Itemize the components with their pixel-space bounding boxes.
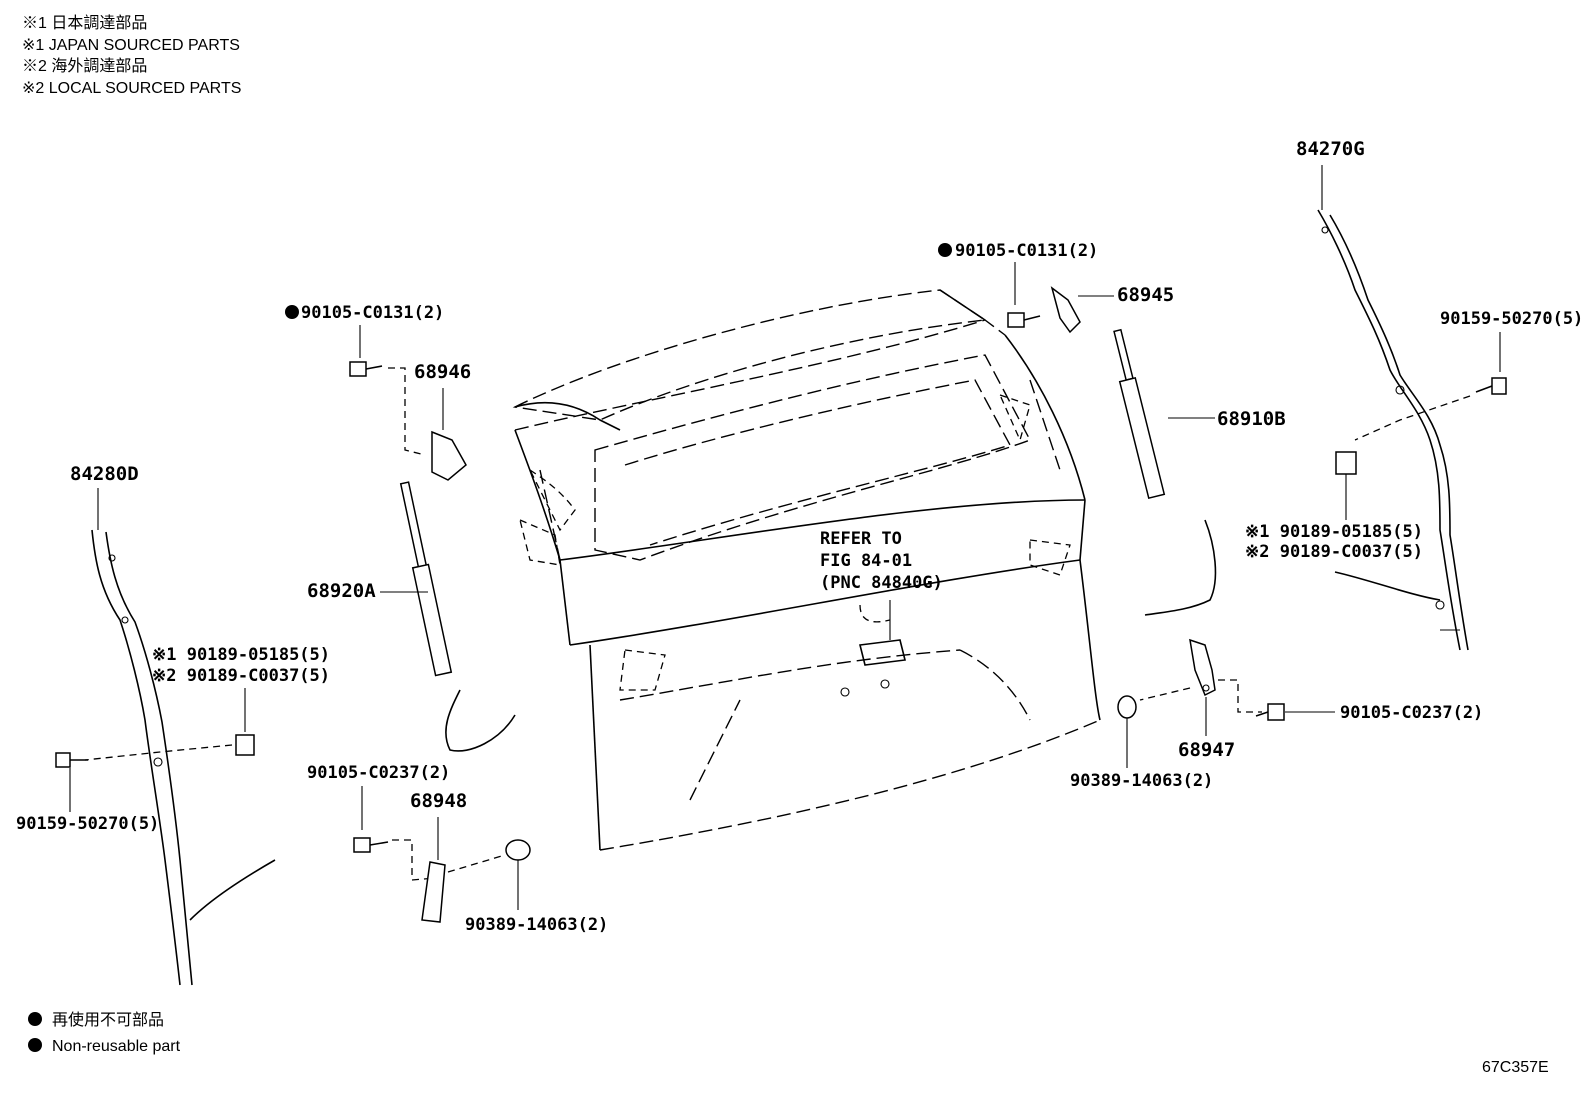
label-washer-left: 90389-14063(2): [465, 915, 608, 935]
label-bolt-left-bottom: 90105-C0237(2): [307, 763, 450, 783]
reference-line-1: REFER TO: [820, 529, 902, 549]
left-strut-68920A: 68920A: [307, 481, 516, 752]
legend-jp-sourced-en: ※1 JAPAN SOURCED PARTS: [22, 37, 240, 54]
left-bottom-group: 90105-C0237(2) 68948 90389-14063(2): [307, 763, 608, 935]
center-top-bolt-group: 90105-C0131(2) 68945: [938, 241, 1174, 334]
label-clip-right-2: ※2 90189-C0037(5): [1245, 542, 1423, 562]
label-bolt-right-mid: 90105-C0237(2): [1340, 703, 1483, 723]
legend-local-sourced-jp: ※2 海外調達部品: [22, 57, 147, 75]
sourcing-legend: ※1 日本調達部品 ※1 JAPAN SOURCED PARTS ※2 海外調達…: [22, 14, 241, 97]
label-68948: 68948: [410, 790, 467, 812]
left-clip-screw-group: ※1 90189-05185(5) ※2 90189-C0037(5) 9015…: [16, 645, 330, 834]
non-reusable-legend: 再使用不可部品 Non-reusable part: [28, 1011, 181, 1055]
label-screw-left: 90159-50270(5): [16, 814, 159, 834]
label-bolt-left-top: 90105-C0131(2): [301, 303, 444, 323]
label-68910B: 68910B: [1217, 408, 1286, 430]
non-reusable-en: Non-reusable part: [52, 1038, 181, 1055]
reference-line-3: (PNC 84840G): [820, 573, 943, 593]
label-68947: 68947: [1178, 739, 1235, 761]
non-reusable-jp: 再使用不可部品: [52, 1011, 164, 1029]
label-bolt-center-top: 90105-C0131(2): [955, 241, 1098, 261]
right-hinge-group: 90105-C0237(2) 90389-14063(2) 68947: [1070, 638, 1483, 791]
label-68920A: 68920A: [307, 580, 376, 602]
label-68945: 68945: [1117, 284, 1174, 306]
label-screw-right: 90159-50270(5): [1440, 309, 1583, 329]
filled-circle-icon: [285, 305, 299, 319]
right-harness-84270G: 84270G: [1296, 138, 1469, 651]
label-clip-left-1: ※1 90189-05185(5): [152, 645, 330, 665]
label-clip-left-2: ※2 90189-C0037(5): [152, 666, 330, 686]
label-68946: 68946: [414, 361, 471, 383]
filled-circle-icon: [938, 243, 952, 257]
reference-note: REFER TO FIG 84-01 (PNC 84840G): [820, 529, 943, 593]
label-84270G: 84270G: [1296, 138, 1365, 160]
left-harness-84280D: 84280D: [70, 463, 276, 986]
right-clip-screw-group: 90159-50270(5) ※1 90189-05185(5) ※2 9018…: [1245, 309, 1583, 562]
legend-local-sourced-en: ※2 LOCAL SOURCED PARTS: [22, 80, 241, 97]
filled-circle-icon: [28, 1038, 42, 1052]
figure-code: 67C357E: [1482, 1059, 1549, 1076]
reference-line-2: FIG 84-01: [820, 551, 912, 571]
back-door-panel: [512, 289, 1101, 851]
left-top-bolt-group: 90105-C0131(2) 68946: [285, 303, 471, 481]
label-washer-right: 90389-14063(2): [1070, 771, 1213, 791]
legend-jp-sourced-jp: ※1 日本調達部品: [22, 14, 147, 32]
filled-circle-icon: [28, 1012, 42, 1026]
right-strut-68910B: 68910B: [1113, 328, 1286, 616]
label-84280D: 84280D: [70, 463, 139, 485]
label-clip-right-1: ※1 90189-05185(5): [1245, 522, 1423, 542]
